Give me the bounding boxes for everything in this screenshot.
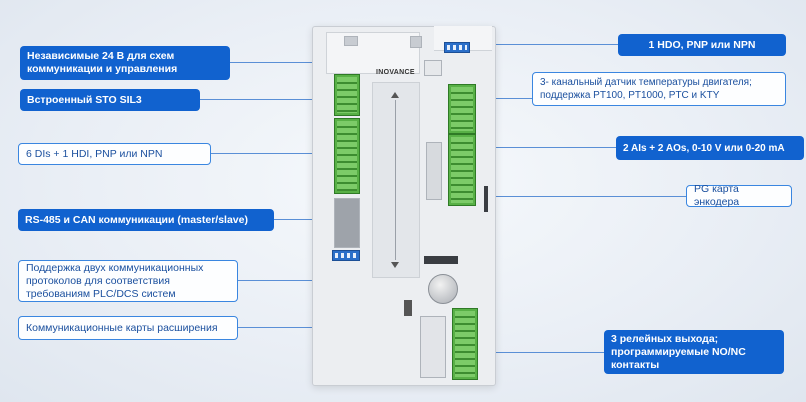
callout-hdo: 1 HDO, PNP или NPN bbox=[618, 34, 786, 56]
callout-power: Независимые 24 В для схем коммуникации и… bbox=[20, 46, 230, 80]
rs485-terminal bbox=[334, 198, 360, 248]
ext-slot-dark bbox=[424, 256, 458, 264]
callout-analog: 2 AIs + 2 AOs, 0-10 V или 0-20 mA bbox=[616, 136, 804, 160]
callout-protocols: Поддержка двух коммуникационных протокол… bbox=[18, 260, 238, 302]
device-top-cover bbox=[326, 32, 420, 74]
sto-terminal bbox=[334, 74, 360, 116]
leader-line-power bbox=[230, 62, 326, 63]
arrow-up-icon bbox=[391, 92, 399, 98]
leader-line-sto bbox=[200, 99, 322, 100]
leader-line-analog bbox=[476, 147, 616, 148]
top-latch bbox=[344, 36, 358, 46]
leader-line-temp bbox=[476, 98, 532, 99]
rj-port bbox=[424, 60, 442, 76]
battery-icon bbox=[428, 274, 458, 304]
analog-io-terminal bbox=[448, 134, 476, 206]
arrow-down-icon bbox=[391, 262, 399, 268]
brand-logo: INOVANCE bbox=[376, 69, 415, 76]
relay-terminal bbox=[452, 308, 478, 380]
leader-line-di bbox=[210, 153, 322, 154]
callout-sto: Встроенный STO SIL3 bbox=[20, 89, 200, 111]
callout-pg: PG карта энкодера bbox=[686, 183, 792, 208]
panel-slot-line bbox=[395, 100, 396, 260]
pg-card-slot bbox=[484, 186, 488, 212]
callout-temp: 3- канальный датчик температуры двигател… bbox=[532, 72, 786, 106]
callout-extcards: Коммуникационные карты расширения bbox=[18, 316, 238, 340]
center-panel bbox=[372, 82, 420, 278]
can-connector bbox=[332, 250, 360, 261]
top-switch bbox=[410, 36, 422, 48]
leader-line-pg bbox=[490, 196, 686, 197]
hdo-connector bbox=[444, 42, 470, 53]
callout-di: 6 DIs + 1 HDI, PNP или NPN bbox=[18, 143, 211, 165]
callout-rs485: RS-485 и CAN коммуникации (master/slave) bbox=[18, 209, 274, 231]
leader-line-extcards bbox=[238, 327, 324, 328]
slot-connector bbox=[426, 142, 442, 200]
di-terminal bbox=[334, 118, 360, 194]
callout-relay: 3 релейных выхода; программируемые NO/NC… bbox=[604, 330, 784, 374]
temp-sensor-terminal bbox=[448, 84, 476, 134]
dip-switch bbox=[404, 300, 412, 316]
leader-line-protocols bbox=[238, 280, 324, 281]
relay-cover bbox=[420, 316, 446, 378]
leader-line-rs485 bbox=[274, 219, 328, 220]
leader-line-hdo bbox=[466, 44, 618, 45]
leader-line-relay bbox=[476, 352, 604, 353]
